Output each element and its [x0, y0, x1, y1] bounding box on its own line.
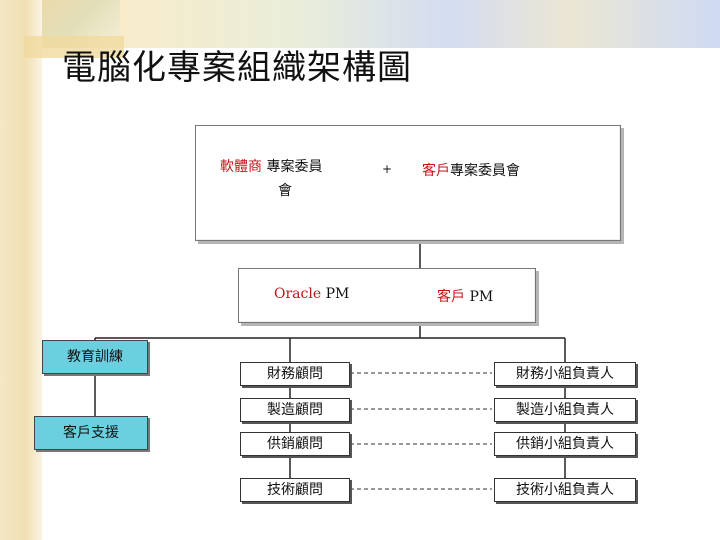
- customer-pm-suffix: PM: [465, 289, 494, 305]
- oracle-pm-suffix: PM: [321, 286, 350, 302]
- customer-committee-suffix: 專案委員會: [450, 163, 520, 179]
- customer-pm: 客戶 PM: [437, 286, 493, 306]
- oracle-pm: Oracle PM: [274, 286, 349, 302]
- consultant-technical: 技術顧問: [240, 478, 350, 502]
- consultant-distribution: 供銷顧問: [240, 432, 350, 456]
- vendor-committee-line2: 會: [278, 183, 292, 199]
- leader-manufacturing: 製造小組負責人: [494, 398, 636, 422]
- vendor-committee-line1: 軟體商 專案委員: [220, 156, 322, 176]
- training-box: 教育訓練: [42, 340, 148, 374]
- vendor-committee-suffix: 專案委員: [262, 159, 323, 175]
- leader-distribution: 供銷小組負責人: [494, 432, 636, 456]
- customer-committee: 客戶專案委員會: [422, 160, 520, 180]
- consultant-manufacturing: 製造顧問: [240, 398, 350, 422]
- customer-pm-label: 客戶: [437, 289, 465, 305]
- customer-label: 客戶: [422, 163, 450, 179]
- decor-title-accent: [24, 36, 124, 58]
- oracle-label: Oracle: [274, 286, 322, 302]
- vendor-label: 軟體商: [220, 159, 262, 175]
- leader-finance: 財務小組負責人: [494, 362, 636, 386]
- pm-box: [238, 268, 536, 323]
- committee-box: [195, 125, 621, 241]
- consultant-finance: 財務顧問: [240, 362, 350, 386]
- support-box: 客戶支援: [34, 416, 148, 450]
- page-title: 電腦化專案組織架構圖: [62, 48, 412, 88]
- committee-plus: +: [382, 162, 393, 176]
- leader-technical: 技術小組負責人: [494, 478, 636, 502]
- decor-side-stripe: [0, 0, 42, 540]
- decor-banner: [120, 0, 720, 48]
